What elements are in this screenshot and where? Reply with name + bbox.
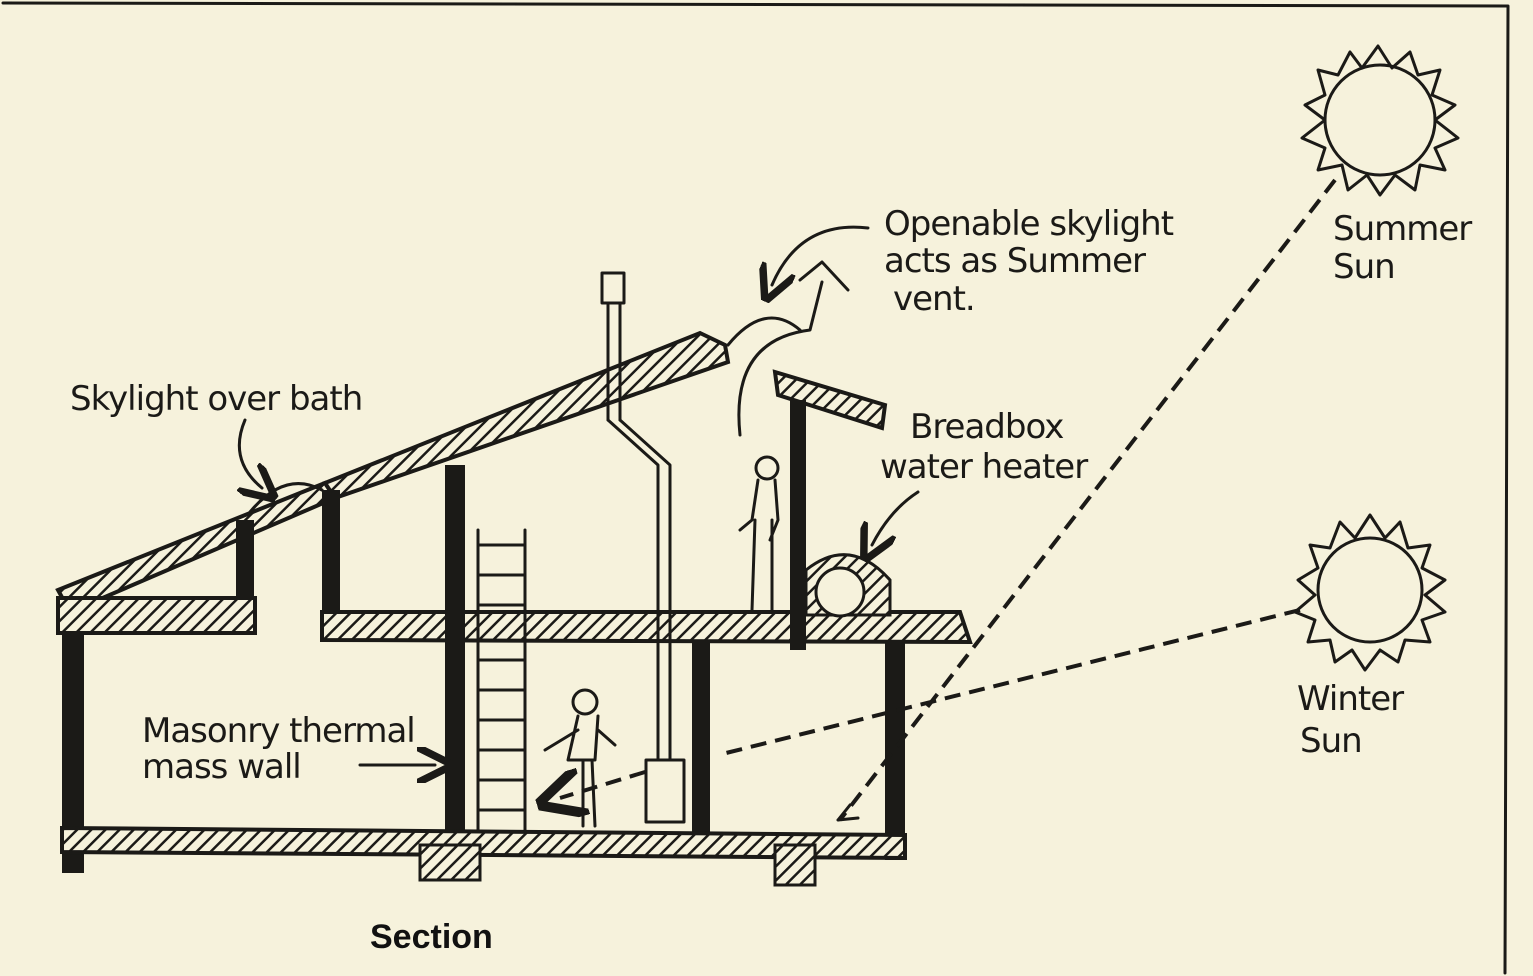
leader-skylight-bath xyxy=(239,418,262,488)
person-icon xyxy=(738,455,780,612)
footing-right xyxy=(773,843,817,887)
stove-icon xyxy=(644,758,686,824)
label-winter-line1: Winter xyxy=(1297,679,1404,719)
label-summer-line1: Summer xyxy=(1333,209,1472,249)
leader-openable-skylight xyxy=(772,225,870,285)
label-breadbox-line2: water heater xyxy=(880,447,1088,487)
label-masonry-line1: Masonry thermal xyxy=(142,711,415,751)
label-masonry-line2: mass wall xyxy=(142,747,301,787)
right-exterior-wall xyxy=(885,640,905,860)
label-openable-line3: vent. xyxy=(893,279,975,319)
left-exterior-wall xyxy=(62,633,84,873)
upper-floor xyxy=(320,610,973,645)
summer-sun-icon xyxy=(1300,44,1460,197)
right-post xyxy=(790,400,806,650)
winter-ray-into-room xyxy=(560,772,646,798)
roof-right xyxy=(772,369,888,431)
summer-sun-ray xyxy=(838,178,1337,822)
vent-arrow xyxy=(737,260,850,437)
ground-floor xyxy=(60,825,907,861)
openable-skylight xyxy=(726,316,802,347)
ladder-icon xyxy=(476,528,527,832)
clerestory-wall xyxy=(322,490,340,615)
masonry-wall xyxy=(445,465,465,835)
label-breadbox-line1: Breadbox xyxy=(910,407,1064,447)
label-skylight-bath: Skylight over bath xyxy=(70,379,362,419)
bath-wall xyxy=(236,520,254,600)
label-summer-line2: Sun xyxy=(1333,247,1395,287)
chimney-icon xyxy=(600,271,672,762)
person-lower-icon xyxy=(543,688,617,828)
label-openable-line2: acts as Summer xyxy=(884,241,1146,281)
roof-left xyxy=(55,330,731,635)
footing-left xyxy=(418,843,482,882)
breadbox-water-heater xyxy=(804,553,892,618)
figure-caption: Section xyxy=(370,918,493,956)
label-openable-line1: Openable skylight xyxy=(884,204,1174,244)
leader-breadbox xyxy=(872,490,920,545)
summer-ray-arrow xyxy=(836,803,860,822)
interior-wall xyxy=(692,640,710,840)
label-winter-line2: Sun xyxy=(1300,721,1362,761)
winter-sun-icon xyxy=(1293,513,1447,672)
